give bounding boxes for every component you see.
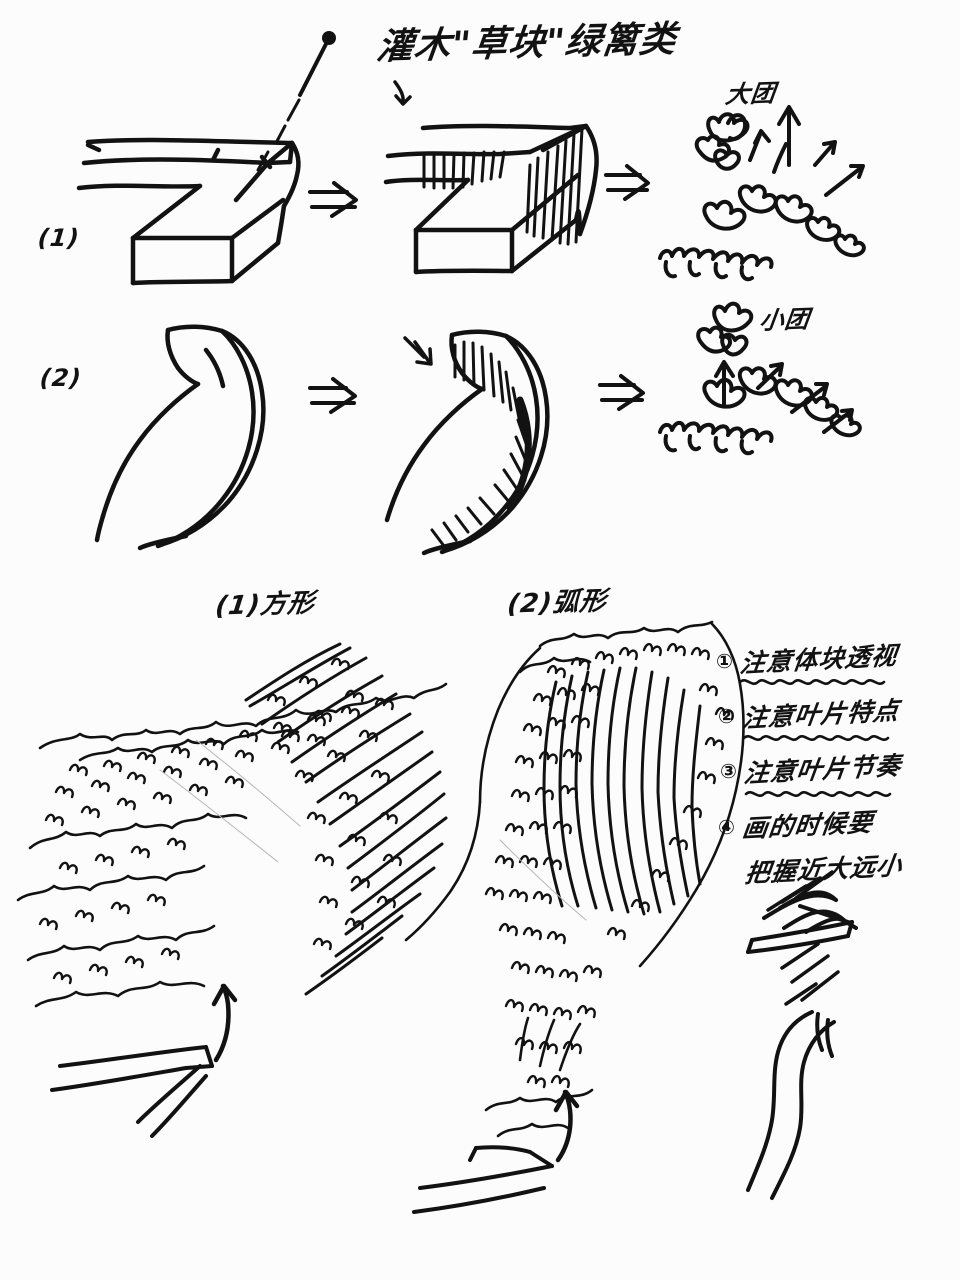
note-marker-3: ③ [720,759,738,783]
square-hedge-ground-lines [50,1045,214,1138]
note-text-4: 画的时候要 [740,807,876,844]
perspective-hatch-lines [766,870,840,1006]
row2-stage2-pointer [403,336,433,366]
row2-arrow-1 [308,377,357,414]
note-marker-2: ② [718,704,736,728]
note-item-1: ① 注意体块透视 [716,640,899,678]
row2-stage2-shaded [384,329,550,556]
square-hedge-up-arrow [211,983,238,1063]
note-item-3: ③ 注意叶片节奏 [720,750,903,788]
row2-arrow-2 [598,374,645,411]
row1-arrow-1 [308,181,358,218]
note-text-1: 注意体块透视 [738,640,900,679]
page-title: 灌木"草块"绿篱类 [374,19,679,68]
row1-stage3-foliage [658,105,866,282]
study-label-arc: (2)弧形 [505,586,609,620]
row-label-2: (2) [38,364,84,392]
large-cluster-label: 大团 [723,79,778,109]
bottom-arc-hedge-drawing [404,620,745,1138]
row2-stage1-outline [94,324,266,551]
row2-stage2-hatch [430,340,531,548]
row1-stage1-outline [76,137,301,286]
note-text-5: 把握近大远小 [743,850,905,889]
note-item-2: ② 注意叶片特点 [718,695,901,733]
note-item-5: 把握近大远小 [743,850,904,888]
wavy-edge-lines-study [746,1010,836,1200]
bottom-square-hedge-drawing [16,642,448,1008]
arc-hedge-up-arrow [553,1089,580,1163]
perspective-ground-lines-study [746,890,858,954]
row1-arrow-2 [604,164,650,201]
small-cluster-label: 小团 [757,305,812,335]
row1-stage2-hatch-left [422,150,506,190]
note-text-2: 注意叶片特点 [740,695,902,734]
title-down-arrow [393,80,412,106]
row-label-1: (1) [36,224,82,252]
study-label-square: (1)方形 [213,588,317,622]
note-marker-1: ① [716,649,734,673]
pointer-mark [256,40,329,172]
note-item-4: ④ 画的时候要 [718,806,875,844]
arc-hedge-ground-lines [412,1145,554,1214]
note-marker-4: ④ [718,815,736,839]
row1-stage2-hatch-right [525,127,584,246]
note-text-3: 注意叶片节奏 [742,750,904,789]
row1-stage2-shaded [383,123,599,275]
